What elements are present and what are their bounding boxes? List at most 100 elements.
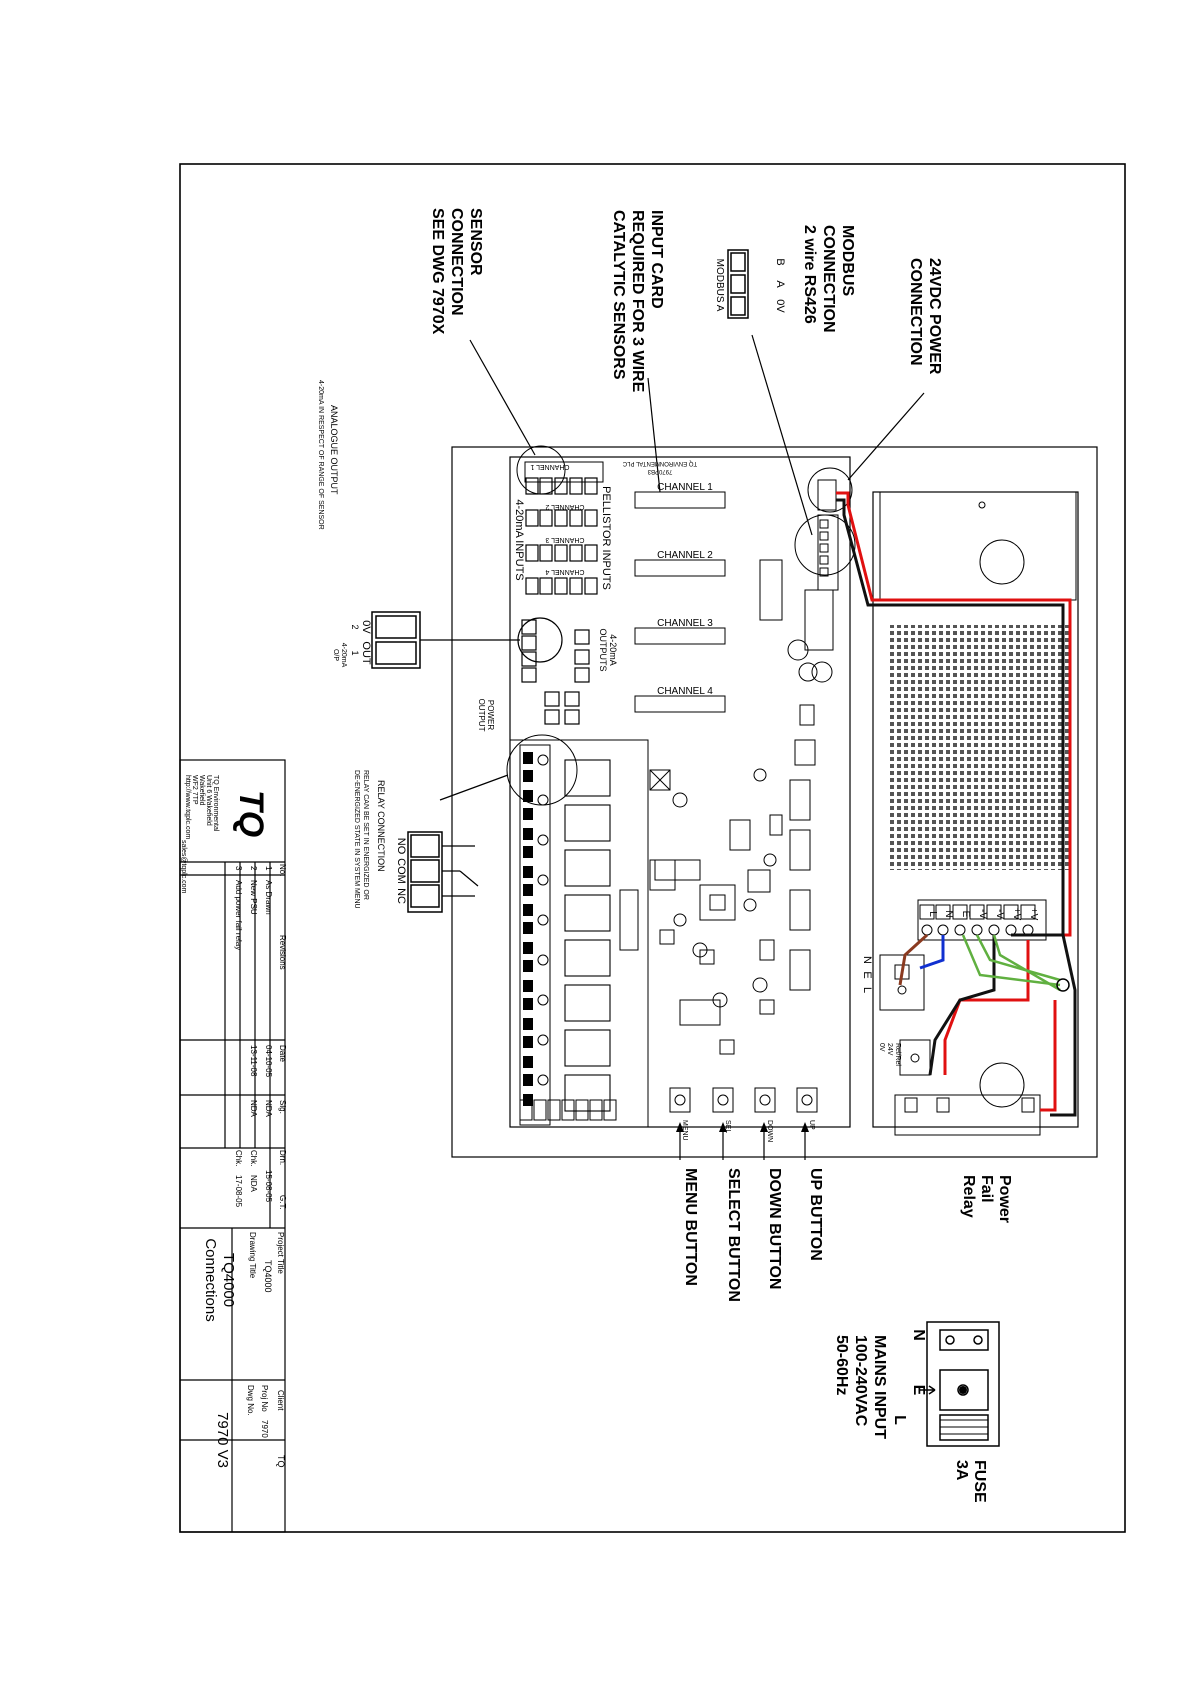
rev-h-gt: G.T. — [278, 1195, 287, 1210]
psu-mount-hole-top — [979, 539, 1025, 585]
ch2-label: CHANNEL 2 — [545, 503, 584, 510]
relay-conn-sub1: RELAY CAN BE SET IN ENERGIZED OR — [362, 770, 369, 900]
small-rotated-text: ANALOGUE OUTPUT 4-20mA IN RESPECT OF RAN… — [317, 380, 386, 909]
rev-3-no: 3 — [234, 866, 243, 871]
channel-3-connector: CHANNEL 3 — [525, 536, 598, 562]
inputs-4-20-label: 4-20mA INPUTS — [513, 499, 525, 580]
analogue-num-1: 1 — [350, 650, 360, 655]
sensor-line2: CONNECTION — [448, 208, 465, 316]
btn-up-small: UP — [808, 1120, 815, 1130]
rev-2-date: 13-11-08 — [249, 1045, 258, 1077]
addr-3: Wakefield — [198, 775, 205, 806]
fuse-line2: 3A — [953, 1460, 970, 1481]
outputs-label-1: 4-20mA — [608, 634, 618, 666]
rev-h-drn: Drn. — [278, 1150, 287, 1165]
analogue-sub: 4-20mA IN RESPECT OF RANGE OF SENSOR — [317, 380, 324, 530]
push-buttons — [669, 1087, 818, 1113]
inputcard-line3: CATALYTIC SENSORS — [610, 210, 627, 380]
rev-h-rev: Revisions — [278, 935, 287, 970]
drn-row-3-label: Chk. — [234, 1150, 243, 1166]
channel-1-card: CHANNEL 1 — [657, 482, 713, 493]
board-power-terminal — [817, 479, 839, 591]
sensor-line1: SENSOR — [467, 208, 484, 276]
mains-l: L — [891, 1415, 908, 1425]
modbus-connector — [727, 249, 749, 319]
outputs-label-2: OUTPUTS — [598, 628, 608, 671]
callout-lines — [420, 334, 925, 1160]
analogue-pin-out: OUT — [360, 641, 372, 665]
menu-button-label: MENU BUTTON — [682, 1168, 699, 1286]
relay-terminals — [523, 752, 533, 1106]
capacitors — [672, 768, 777, 1008]
sensor-highlight-circle — [516, 445, 566, 495]
rev-1-desc: As Drawn — [264, 880, 273, 915]
modbus-pin-0v: 0V — [774, 299, 786, 313]
select-button-label: SELECT BUTTON — [725, 1168, 742, 1302]
relay-highlight-circle — [506, 734, 578, 806]
modbus-line1: MODBUS — [839, 225, 856, 296]
channel-4-connector: CHANNEL 4 — [525, 568, 598, 595]
power-fail-line3: Relay — [960, 1175, 977, 1218]
channel-cards: CHANNEL 1 CHANNEL 2 CHANNEL 3 CHANNEL 4 — [634, 482, 726, 713]
relay-conn-sub2: DE-ENERGIZED STATE IN SYSTEM MENU — [353, 770, 360, 909]
channel-2-card: CHANNEL 2 — [657, 550, 713, 561]
button-arrowheads — [676, 1122, 809, 1132]
btn-sel-small: SEL — [724, 1120, 731, 1133]
mains-n: N — [910, 1329, 927, 1341]
mains-earth-dot — [959, 1386, 967, 1394]
down-button-label: DOWN BUTTON — [766, 1168, 783, 1289]
modbus-pin-a: A — [774, 280, 786, 288]
modbus-highlight-circle — [794, 514, 856, 576]
bottom-connector-row — [519, 1099, 617, 1121]
relay-connector — [407, 831, 443, 913]
relay-switch-symbol — [442, 845, 479, 897]
blue-wire — [919, 935, 945, 970]
power-fail-relay-block — [894, 1094, 1041, 1136]
relay-pin-com: COM — [395, 858, 407, 884]
power-output-block — [544, 691, 580, 725]
analogue-num-2: 2 — [350, 624, 360, 629]
power-output-label-1: POWER — [486, 700, 495, 730]
mains-line3: 50-60Hz — [833, 1335, 850, 1395]
addr-1: TQ Environmental — [212, 775, 219, 832]
channel-4-card: CHANNEL 4 — [657, 686, 713, 697]
analogue-side-1: 4-20mA — [340, 643, 347, 668]
title-project: Project Title TQ4000 Drawing Title TQ400… — [202, 1232, 286, 1468]
addr-5: http://www.tqplc.com — [184, 775, 191, 839]
psu-term-v1: -V — [977, 909, 988, 919]
mains-earth-arrow — [920, 1385, 936, 1395]
relay-modules — [564, 759, 611, 1112]
rotated-callout-text: 24VDC POWER CONNECTION MODBUS CONNECTION… — [429, 208, 1013, 1503]
relay-pin-nc: NC — [395, 888, 407, 904]
addr-2: Unit 6 Wakefield — [205, 775, 212, 826]
client-label: Client — [276, 1390, 285, 1411]
psu-small-rel: Rel/Rel — [894, 1043, 901, 1066]
channel-2-connector: CHANNEL 2 — [525, 503, 598, 527]
nel-psu-n: N — [861, 956, 873, 964]
rev-1-sig: NDA — [264, 1100, 273, 1118]
modbus-line3: 2 wire RS426 — [801, 225, 818, 324]
psu-term-e: E — [960, 911, 971, 918]
client-value: TQ — [276, 1455, 286, 1468]
psu-term-v2: -V — [994, 909, 1005, 919]
modbus-line2: CONNECTION — [820, 225, 837, 333]
title-address: TQ Environmental Unit 6 Wakefield Wakefi… — [180, 775, 219, 894]
psu-screw-top — [978, 501, 986, 509]
relay-conn-title: RELAY CONNECTION — [376, 780, 386, 872]
power24-line2: CONNECTION — [907, 258, 924, 366]
ch1-label: CHANNEL 1 — [530, 463, 569, 470]
drn-row-2: NDA — [249, 1175, 258, 1193]
dwgno-value: 7970 V3 — [214, 1412, 231, 1468]
mains-nel-labels: N E L — [891, 1329, 927, 1425]
revision-table: No. Revisions Date Sig. Drn. G.T. 1 As D… — [234, 864, 287, 1210]
fuse-symbol — [940, 1419, 988, 1435]
drn-row-3: 17-08-05 — [234, 1175, 243, 1208]
drawing-label: Drawing Title — [248, 1232, 257, 1279]
rev-2-sig: NDA — [249, 1100, 258, 1118]
up-button-label: UP BUTTON — [807, 1168, 824, 1261]
enclosure-outline — [451, 446, 1098, 1158]
inputcard-line2: REQUIRED FOR 3 WIRE — [629, 210, 646, 393]
project-value: TQ4000 — [263, 1260, 273, 1293]
fuse-line1: FUSE — [971, 1460, 988, 1503]
drawing-title-1: TQ4000 — [220, 1253, 237, 1307]
